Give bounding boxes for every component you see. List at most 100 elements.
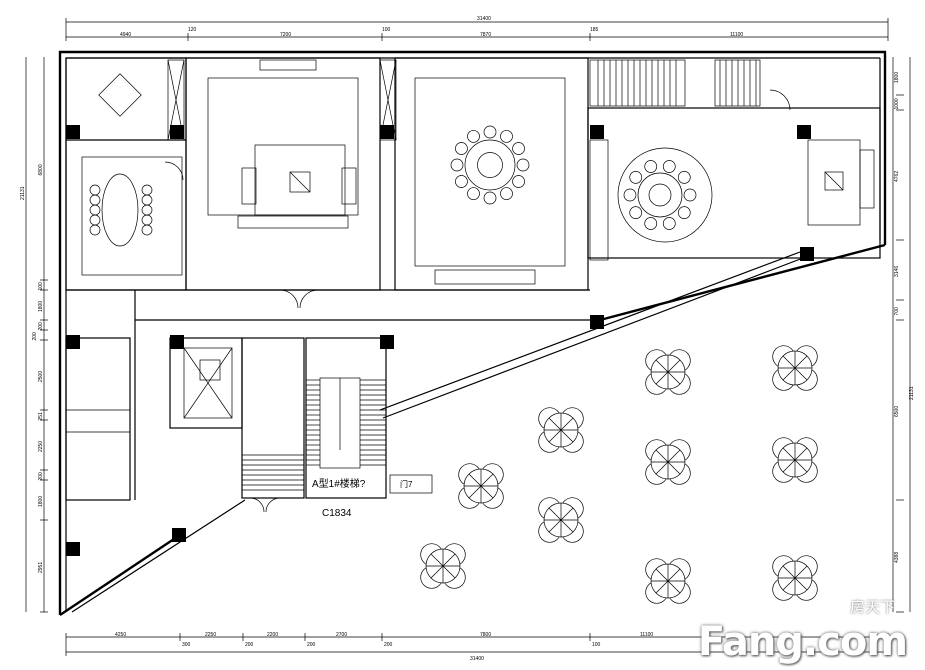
dining-table-set <box>772 555 818 601</box>
top-total-dim: 31400 <box>477 16 491 22</box>
dim-label: 200 <box>384 642 393 648</box>
dim-label: 4388 <box>894 552 900 563</box>
column <box>590 315 604 329</box>
dim-label: 185 <box>590 27 599 33</box>
column <box>380 125 394 139</box>
bottom-total-dim: 31400 <box>470 656 484 662</box>
dim-label: 11100 <box>730 32 743 38</box>
watermark-logo: Fang.com <box>697 619 908 665</box>
chair <box>683 188 697 202</box>
dim-label: 200 <box>307 642 316 648</box>
dim-label: 2200 <box>267 632 278 638</box>
private-room-furniture <box>98 59 875 247</box>
dim-label: 200 <box>32 332 38 341</box>
chair <box>450 158 464 172</box>
dim-label: 4250 <box>115 632 126 638</box>
dim-label: 200 <box>38 322 44 331</box>
dim-label: 11100 <box>640 632 653 638</box>
dining-table-set <box>645 439 691 485</box>
chair <box>455 175 468 188</box>
dining-table-set <box>458 463 504 509</box>
dining-table-set <box>645 558 691 604</box>
building-walls <box>58 50 887 616</box>
dim-label: 2500 <box>38 371 44 382</box>
chair <box>512 142 525 155</box>
dining-table-set <box>645 349 691 395</box>
dim-label: 1800 <box>38 301 44 312</box>
dim-label: 2700 <box>336 632 347 638</box>
dim-label: 3146 <box>894 266 900 277</box>
dim-label: 120 <box>188 27 197 33</box>
dim-label: 6800 <box>38 164 44 175</box>
column <box>800 247 814 261</box>
chair <box>467 130 480 143</box>
dim-label: 2951 <box>38 562 44 573</box>
dim-label: 1800 <box>38 496 44 507</box>
structural-columns <box>66 125 814 556</box>
chair <box>467 187 480 200</box>
chair <box>629 171 643 184</box>
window-label: C1834 <box>322 508 352 519</box>
column <box>66 542 80 556</box>
dim-label: 4940 <box>120 32 131 38</box>
chair <box>516 158 530 172</box>
column <box>170 125 184 139</box>
dim-label: 100 <box>38 282 44 291</box>
column <box>590 125 604 139</box>
dim-label: 2250 <box>38 441 44 452</box>
chair <box>677 171 691 184</box>
dining-table-set <box>772 345 818 391</box>
dim-label: 7800 <box>480 632 491 638</box>
dim-label: 1800 <box>894 72 900 83</box>
chair <box>483 125 497 139</box>
stair-label: A型1#楼梯? <box>312 477 366 490</box>
column <box>797 125 811 139</box>
chair <box>500 130 513 143</box>
dim-label: 2250 <box>205 632 216 638</box>
chair <box>662 160 676 173</box>
dining-table-set <box>772 437 818 483</box>
chair <box>629 206 643 219</box>
dining-table-set <box>538 497 584 543</box>
stair-treads <box>242 454 304 491</box>
chair <box>677 206 691 219</box>
left-total-dim: 21131 <box>20 186 26 200</box>
column <box>380 335 394 349</box>
top-dimension-lines: 31400 4940 120 7200 100 7870 185 11100 <box>65 16 889 41</box>
chair <box>644 217 658 230</box>
round-table <box>450 125 530 205</box>
chair <box>500 187 513 200</box>
chair <box>455 142 468 155</box>
stair-treads <box>306 379 386 466</box>
chair <box>662 217 676 230</box>
dim-label: 100 <box>592 642 601 648</box>
round-table <box>623 160 697 230</box>
watermark-logo-cn: 房天下 <box>849 598 895 616</box>
chair <box>623 188 637 202</box>
chair <box>512 175 525 188</box>
dim-label: 7200 <box>280 32 291 38</box>
stair-treads <box>597 60 757 106</box>
dim-label: 251 <box>38 412 44 421</box>
column <box>170 335 184 349</box>
bottom-dimension-lines: 4250 2250 2200 2700 7800 11100 300 200 2… <box>65 632 889 662</box>
dim-label: 1000 <box>894 98 900 109</box>
column <box>66 125 80 139</box>
dim-label: 700 <box>894 307 900 316</box>
small-label: 门7 <box>400 479 413 489</box>
column <box>66 335 80 349</box>
chair <box>644 160 658 173</box>
hall-dining-tables <box>420 345 818 604</box>
dim-label: 4762 <box>894 171 900 182</box>
dim-label: 300 <box>182 642 191 648</box>
dim-label: 7870 <box>480 32 491 38</box>
right-total-dim: 21131 <box>909 386 915 400</box>
dim-label: 100 <box>382 27 391 33</box>
chair <box>483 191 497 205</box>
dining-table-set <box>538 407 584 453</box>
column <box>172 528 186 542</box>
dim-label: 200 <box>38 472 44 481</box>
left-dimension-lines: 21131 6800100180020020025002512250200180… <box>20 57 48 613</box>
